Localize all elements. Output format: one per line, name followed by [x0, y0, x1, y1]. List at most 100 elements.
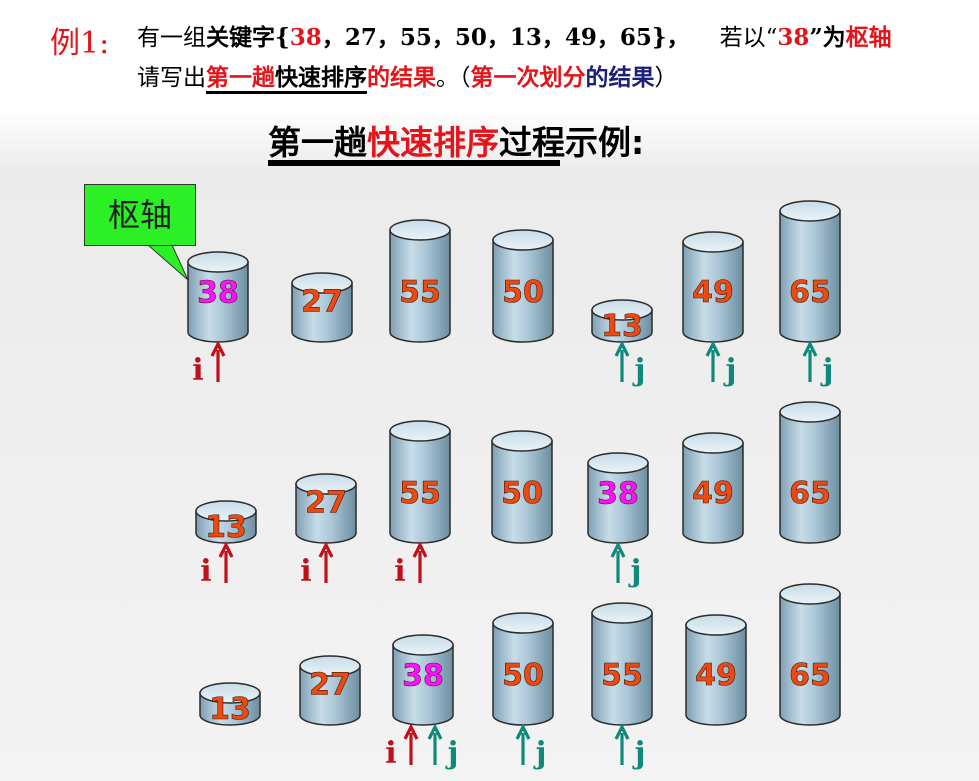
pointer-j-1-3: j: [610, 541, 641, 589]
pointer-label: j: [723, 353, 737, 388]
cylinder-2-2: 38: [392, 634, 454, 726]
pointer-label: j: [632, 353, 646, 388]
cylinder-value: 65: [789, 275, 831, 310]
cylinder-top: [195, 500, 257, 522]
cylinder-body: [779, 411, 841, 544]
cylinder-0-3: 50: [492, 229, 554, 343]
cylinder-body: [291, 282, 353, 343]
arrow-head: [210, 340, 226, 357]
example-label: 例1:: [50, 26, 110, 61]
cylinder-0-2: 55: [389, 219, 451, 343]
diagram-title: 第一趟快速排序过程示例:: [268, 116, 644, 166]
pivot-callout: 枢轴: [84, 184, 196, 246]
cylinder-top: [587, 452, 649, 474]
cylinder-body: [587, 462, 649, 544]
cylinder-body: [682, 442, 744, 544]
cylinder-2-6: 65: [779, 583, 841, 726]
pointer-label: i: [394, 554, 405, 589]
cylinder-body: [392, 644, 454, 726]
header-line-1: 有一组关键字{38，27，55，50，13，49，65}，若以“38”为枢轴: [137, 24, 892, 51]
cylinder-value: 38: [402, 659, 444, 694]
cylinder-0-0: 38: [187, 251, 249, 343]
cylinder-0-4: 13: [591, 299, 653, 344]
cylinder-top: [779, 583, 841, 605]
cylinder-0-5: 49: [682, 231, 744, 343]
cylinder-top: [291, 272, 353, 294]
cylinder-body: [779, 593, 841, 726]
cylinder-top: [389, 219, 451, 241]
arrow-head: [427, 723, 443, 740]
cylinder-0-6: 65: [779, 200, 841, 343]
cylinder-1-1: 27: [295, 473, 357, 544]
pointer-i-1-2: i: [394, 541, 428, 589]
cylinder-2-5: 49: [685, 614, 747, 726]
pointer-j-2-2: j: [515, 723, 547, 771]
pointer-label: i: [385, 736, 396, 771]
cylinder-1-0: 13: [195, 500, 257, 545]
arrow-head: [610, 541, 626, 558]
cylinder-value: 55: [399, 476, 441, 511]
cylinder-body: [187, 261, 249, 343]
cylinder-top: [779, 401, 841, 423]
cylinder-body: [685, 624, 747, 726]
cylinder-top: [591, 299, 653, 321]
cylinder-value: 13: [205, 510, 247, 545]
cylinder-2-1: 27: [299, 655, 361, 726]
arrow-head: [412, 541, 428, 558]
cylinder-top: [682, 432, 744, 454]
cylinder-value: 27: [305, 485, 347, 520]
cylinder-top: [299, 655, 361, 677]
cylinder-top: [685, 614, 747, 636]
cylinder-body: [492, 622, 554, 726]
pointer-i-2-0: i: [385, 723, 419, 771]
cylinder-0-1: 27: [291, 272, 353, 343]
pointer-i-1-1: i: [300, 541, 334, 589]
cylinder-value: 65: [789, 658, 831, 693]
cylinder-top: [199, 682, 261, 704]
cylinder-value: 13: [601, 309, 643, 344]
arrow-head: [614, 340, 630, 357]
cylinder-body: [591, 612, 653, 726]
pointer-j-2-3: j: [614, 723, 646, 771]
callout-pointer: [146, 244, 189, 281]
arrow-head: [515, 723, 531, 740]
pointer-j-2-1: j: [427, 723, 459, 771]
cylinder-top: [492, 229, 554, 251]
pointer-label: j: [533, 736, 547, 771]
cylinder-value: 50: [502, 275, 544, 310]
pointer-j-0-2: j: [705, 340, 737, 388]
pointer-j-0-1: j: [614, 340, 646, 388]
cylinder-value: 55: [601, 658, 643, 693]
pointer-label: j: [445, 736, 459, 771]
cylinder-body: [492, 239, 554, 343]
cylinder-value: 27: [301, 284, 343, 319]
cylinder-1-6: 65: [779, 401, 841, 544]
cylinder-top: [492, 612, 554, 634]
cylinder-2-3: 50: [492, 612, 554, 726]
cylinder-body: [389, 430, 451, 544]
cylinder-top: [389, 420, 451, 442]
cylinder-top: [295, 473, 357, 495]
cylinder-value: 38: [197, 276, 239, 311]
arrow-head: [403, 723, 419, 740]
cylinder-top: [779, 200, 841, 222]
cylinder-body: [491, 440, 553, 544]
cylinder-value: 38: [597, 477, 639, 512]
pointer-label: j: [632, 736, 646, 771]
cylinder-value: 50: [501, 476, 543, 511]
cylinder-top: [392, 634, 454, 656]
cylinder-value: 27: [309, 667, 351, 702]
cylinder-1-2: 55: [389, 420, 451, 544]
arrow-head: [802, 340, 818, 357]
pointer-label: j: [820, 353, 834, 388]
cylinder-body: [389, 229, 451, 343]
cylinder-body: [779, 210, 841, 343]
cylinder-2-4: 55: [591, 602, 653, 726]
cylinder-value: 49: [692, 275, 734, 310]
cylinder-value: 55: [399, 275, 441, 310]
pointer-label: i: [300, 554, 311, 589]
cylinder-value: 49: [695, 658, 737, 693]
cylinder-2-0: 13: [199, 682, 261, 727]
arrow-head: [218, 541, 234, 558]
